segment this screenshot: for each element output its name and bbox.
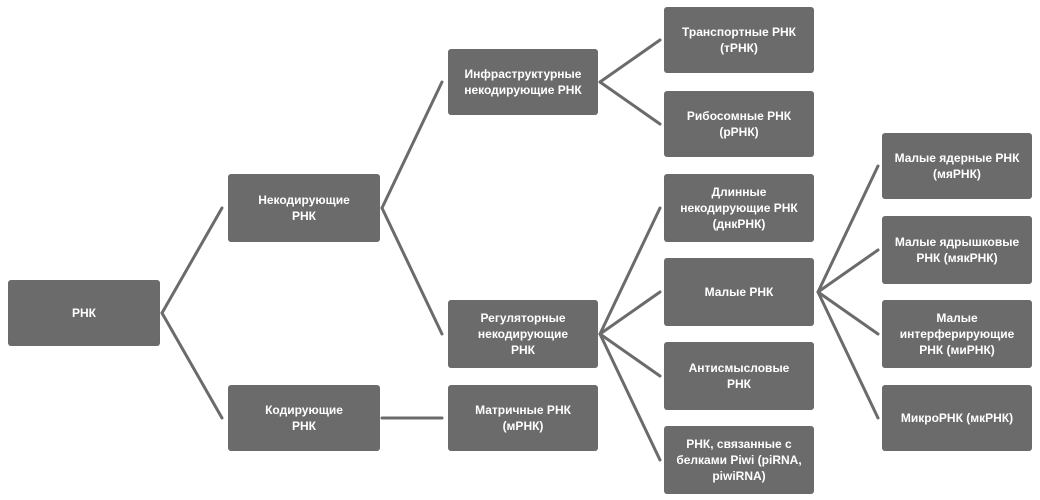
connector-infrastructural-rrna (598, 80, 662, 126)
connector-small-mirna (816, 290, 880, 420)
node-regulatory: Регуляторные некодирующие РНК (448, 300, 598, 368)
node-sirna: Малые интерферирующие РНК (миРНК) (882, 300, 1032, 368)
node-antisense: Антисмысловые РНК (664, 342, 814, 410)
connector-small-snorna (816, 248, 880, 294)
node-snorna: Малые ядрышковые РНК (мякРНК) (882, 216, 1032, 284)
connector-rna-noncoding (160, 206, 224, 315)
node-pirna: РНК, связанные с белками Piwi (piRNA, pi… (664, 426, 814, 494)
connector-infrastructural-trna (598, 38, 662, 84)
connector-regulatory-lncrna (598, 206, 662, 336)
node-noncoding: Некодирующие РНК (228, 174, 380, 242)
node-mrna: Матричные РНК (мРНК) (448, 385, 598, 451)
connector-regulatory-small (598, 290, 662, 336)
connector-small-sirna (816, 290, 880, 336)
node-rna: РНК (8, 280, 160, 346)
node-trna: Транспортные РНК (тРНК) (664, 7, 814, 73)
connector-noncoding-infrastructural (380, 80, 444, 210)
node-lncrna: Длинные некодирующие РНК (днкРНК) (664, 174, 814, 242)
connector-noncoding-regulatory (380, 206, 444, 336)
connector-small-snrna (816, 164, 880, 294)
connector-regulatory-antisense (598, 332, 662, 378)
node-mirna: МикроРНК (мкРНК) (882, 385, 1032, 451)
node-coding: Кодирующие РНК (228, 385, 380, 451)
node-small-rna: Малые РНК (664, 258, 814, 326)
node-snrna: Малые ядерные РНК (мяРНК) (882, 133, 1032, 199)
connector-rna-coding (160, 311, 224, 420)
node-rrna: Рибосомные РНК (рРНК) (664, 91, 814, 157)
connector-regulatory-pirna (598, 332, 662, 462)
node-infrastructural: Инфраструктурные некодирующие РНК (448, 49, 598, 115)
